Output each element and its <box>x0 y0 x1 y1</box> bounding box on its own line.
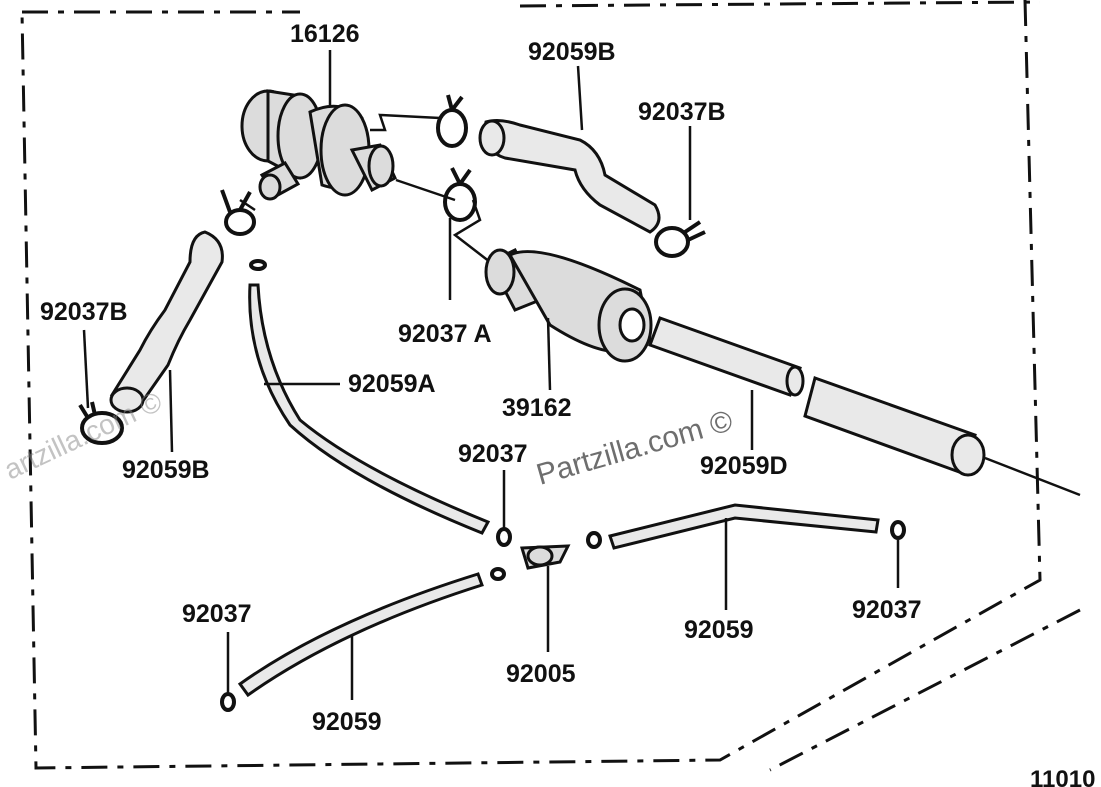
leader-line <box>168 369 174 453</box>
label-92005: 92005 <box>506 660 576 688</box>
silencer-outlet <box>618 307 646 343</box>
label-92059B-top: 92059B <box>528 38 616 66</box>
figure-code: 11010 <box>1030 766 1095 787</box>
clamp-92037B-right[interactable] <box>654 220 706 258</box>
hose-92059B-top[interactable] <box>483 119 661 234</box>
label-92059B-left: 92059B <box>122 456 210 484</box>
label-92059D: 92059D <box>700 452 788 480</box>
clamp-left-valve[interactable] <box>220 189 256 236</box>
label-92037B-left: 92037B <box>40 298 128 326</box>
label-92037B-right: 92037B <box>638 98 726 126</box>
hose-92059B-left[interactable] <box>109 230 224 410</box>
small-clip <box>249 259 267 271</box>
joint-92005[interactable] <box>520 544 571 570</box>
leader-line <box>546 317 552 391</box>
leader-line <box>82 329 90 409</box>
clip-92037-bottom-left[interactable] <box>220 692 236 712</box>
label-92037-right: 92037 <box>852 596 922 624</box>
connector-line <box>370 113 441 132</box>
hose-end <box>478 119 506 157</box>
label-92037-left: 92037 <box>182 600 252 628</box>
diagram-frame <box>20 0 1042 770</box>
label-92059-bottom: 92059 <box>312 708 382 736</box>
clip-92037-mid[interactable] <box>496 527 512 547</box>
label-92059-right: 92059 <box>684 616 754 644</box>
connector-line <box>984 456 1081 497</box>
hose-92059-right[interactable] <box>608 503 880 550</box>
label-92037-mid: 92037 <box>458 440 528 468</box>
frame-corner-line <box>769 608 1081 772</box>
label-16126: 16126 <box>290 20 360 48</box>
air-switching-valve-16126[interactable] <box>240 89 397 201</box>
clip-small <box>490 567 506 581</box>
silencer-39162[interactable] <box>484 248 653 363</box>
hose-92059D[interactable] <box>648 316 986 477</box>
label-92059A: 92059A <box>348 370 436 398</box>
hose-92059-bottom[interactable] <box>237 572 484 698</box>
label-39162: 39162 <box>502 394 572 422</box>
clamp-92037A-lower[interactable] <box>443 167 477 222</box>
hose-92059A[interactable] <box>248 283 491 535</box>
clip-small <box>586 531 602 549</box>
clamp-92037A-upper[interactable] <box>436 94 468 148</box>
hose-end <box>109 386 145 414</box>
clip-92037-right[interactable] <box>890 520 906 540</box>
clamp-92037B-left[interactable] <box>78 401 124 445</box>
connector-line <box>452 199 491 263</box>
label-92037A: 92037 A <box>398 320 492 348</box>
leader-line <box>576 65 584 131</box>
